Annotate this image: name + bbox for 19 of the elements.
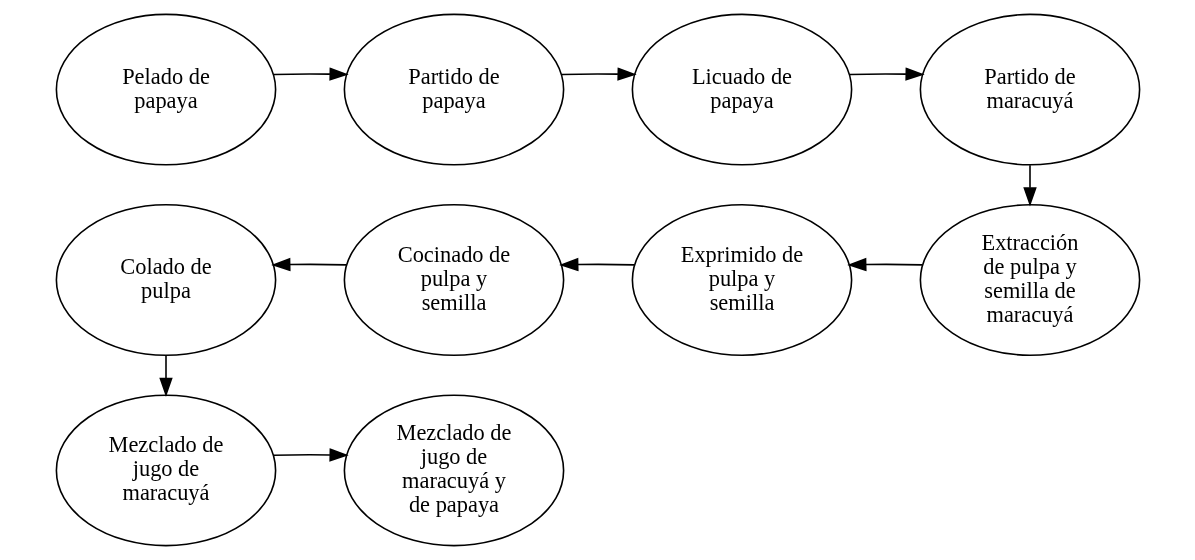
node-ellipse: Mezclado de jugo de maracuyá y de papaya xyxy=(343,394,564,547)
node-ellipse: Exprimido de pulpa y semilla xyxy=(631,204,852,356)
node-ellipse: Licuado de papaya xyxy=(631,13,852,166)
arrow xyxy=(272,67,349,81)
arrow xyxy=(558,257,635,272)
arrow xyxy=(272,448,349,462)
arrow xyxy=(846,257,923,272)
node-ellipse: Colado de pulpa xyxy=(55,204,276,356)
arrow xyxy=(560,67,637,81)
node-ellipse: Extracción de pulpa y semilla de maracuyá xyxy=(919,204,1140,356)
arrow xyxy=(1022,164,1037,207)
node-ellipse: Mezclado de jugo de maracuyá xyxy=(55,394,276,547)
arrow xyxy=(158,354,173,397)
node-ellipse: Partido de maracuyá xyxy=(919,13,1140,166)
node-ellipse: Pelado de papaya xyxy=(55,13,276,166)
node-ellipse: Cocinado de pulpa y semilla xyxy=(343,204,564,356)
arrow xyxy=(848,67,925,81)
node-ellipse: Partido de papaya xyxy=(343,13,564,166)
arrow xyxy=(270,257,347,272)
